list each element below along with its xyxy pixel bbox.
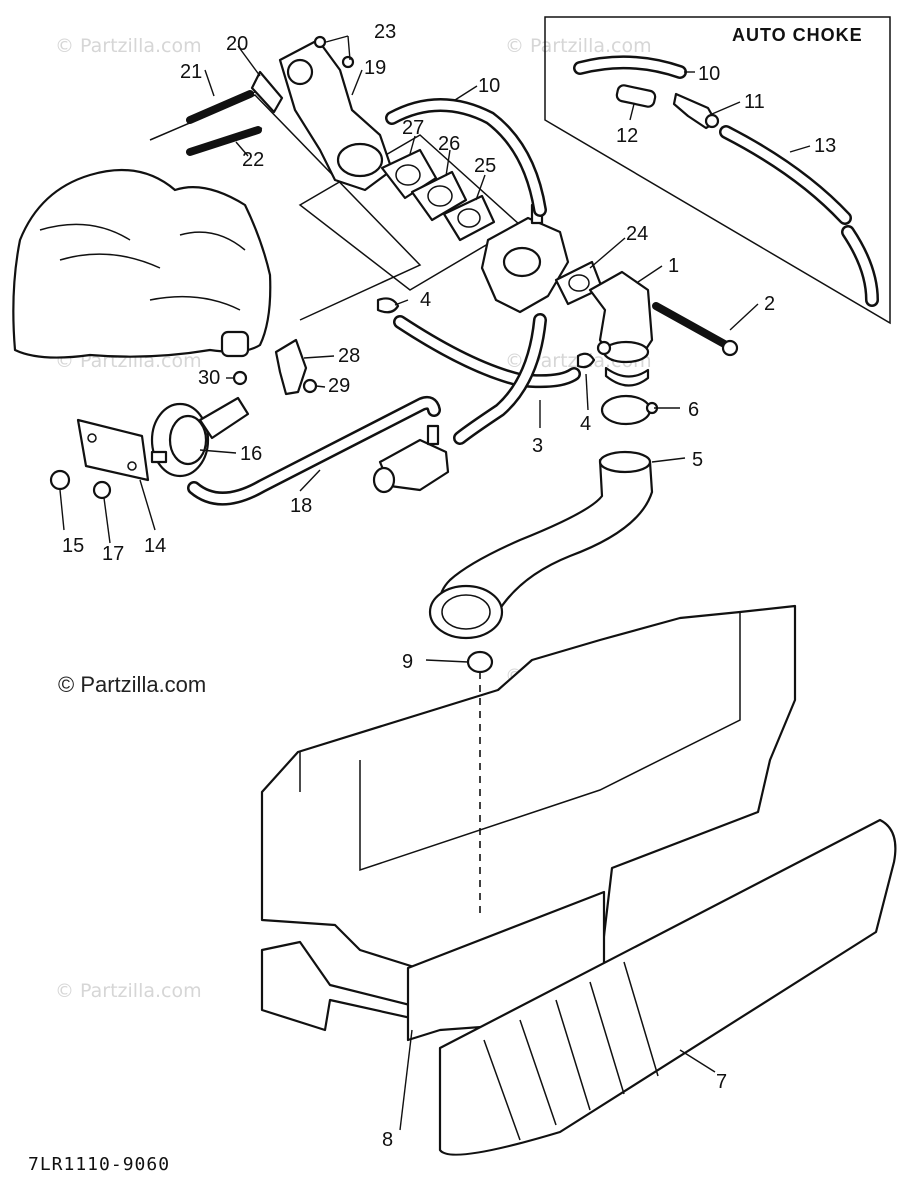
bolt-30 — [232, 370, 248, 386]
callout-18: 18 — [290, 495, 312, 517]
callout-24: 24 — [626, 223, 648, 245]
drawing-code: 7LR1110-9060 — [28, 1154, 170, 1175]
callout-15: 15 — [62, 535, 84, 557]
fitting-end — [704, 113, 720, 129]
bolt-2 — [721, 339, 739, 357]
intake-duct-5 — [428, 450, 654, 640]
engine-block — [12, 168, 272, 359]
watermark: © Partzilla.com — [55, 980, 202, 1002]
bolt-29 — [302, 378, 318, 394]
callout-4b: 4 — [580, 413, 591, 435]
solenoid-valve — [372, 424, 450, 494]
manifold-port — [286, 58, 314, 86]
callout-25: 25 — [474, 155, 496, 177]
callout-26: 26 — [438, 133, 460, 155]
intake-manifold — [149, 35, 522, 321]
callout-5: 5 — [692, 449, 703, 471]
callout-23: 23 — [374, 21, 396, 43]
callout-13: 13 — [814, 135, 836, 157]
callout-4a: 4 — [420, 289, 431, 311]
clamp-4-right — [576, 352, 596, 369]
callout-20: 20 — [226, 33, 248, 55]
nut-17 — [92, 480, 112, 500]
callout-16: 16 — [240, 443, 262, 465]
callout-17: 17 — [102, 543, 124, 565]
watermark: © Partzilla.com — [55, 35, 202, 57]
callout-28: 28 — [338, 345, 360, 367]
screw-15 — [49, 469, 71, 491]
callout-6: 6 — [688, 399, 699, 421]
cover-7 — [438, 818, 897, 1156]
callout-3: 3 — [532, 435, 543, 457]
callout-1: 1 — [668, 255, 679, 277]
callout-29: 29 — [328, 375, 350, 397]
grommet-9 — [466, 650, 494, 674]
callout-7: 7 — [716, 1071, 727, 1093]
callout-8: 8 — [382, 1129, 393, 1151]
watermark: © Partzilla.com — [505, 35, 652, 57]
choke-hose-joint — [615, 84, 657, 108]
inset-frame — [544, 16, 891, 325]
callout-11: 11 — [744, 91, 765, 113]
plate-14 — [76, 418, 150, 482]
intake-elbow-assembly — [554, 260, 739, 387]
callout-19: 19 — [364, 57, 386, 79]
callout-30: 30 — [198, 367, 220, 389]
callout-27: 27 — [402, 117, 424, 139]
bracket-28 — [232, 338, 318, 396]
carb-gaskets — [380, 148, 496, 242]
callout-10-inset: 10 — [698, 63, 720, 85]
callout-2: 2 — [764, 293, 775, 315]
carburetor — [480, 203, 570, 314]
credit-text: © Partzilla.com — [58, 672, 206, 697]
callout-10: 10 — [478, 75, 500, 97]
callout-22: 22 — [242, 149, 264, 171]
gasket-26 — [410, 170, 468, 222]
callouts: 1 2 3 4 4 5 6 7 8 9 10 10 11 12 13 14 15… — [62, 21, 836, 1151]
inset-title: AUTO CHOKE — [732, 25, 863, 45]
clamp-4-left — [376, 297, 400, 314]
vacuum-diaphragm-assembly — [49, 395, 441, 506]
manifold-flange — [336, 142, 384, 178]
callout-21: 21 — [180, 61, 202, 83]
gasket-25 — [442, 194, 496, 242]
leader-lines — [59, 35, 811, 1131]
gasket-20 — [250, 70, 284, 114]
silencer-case — [260, 604, 797, 1032]
callout-14: 14 — [144, 535, 166, 557]
clamp-6 — [600, 394, 652, 426]
callout-12: 12 — [616, 125, 638, 147]
callout-9: 9 — [402, 651, 413, 673]
auto-choke-inset: AUTO CHOKE — [544, 16, 891, 325]
